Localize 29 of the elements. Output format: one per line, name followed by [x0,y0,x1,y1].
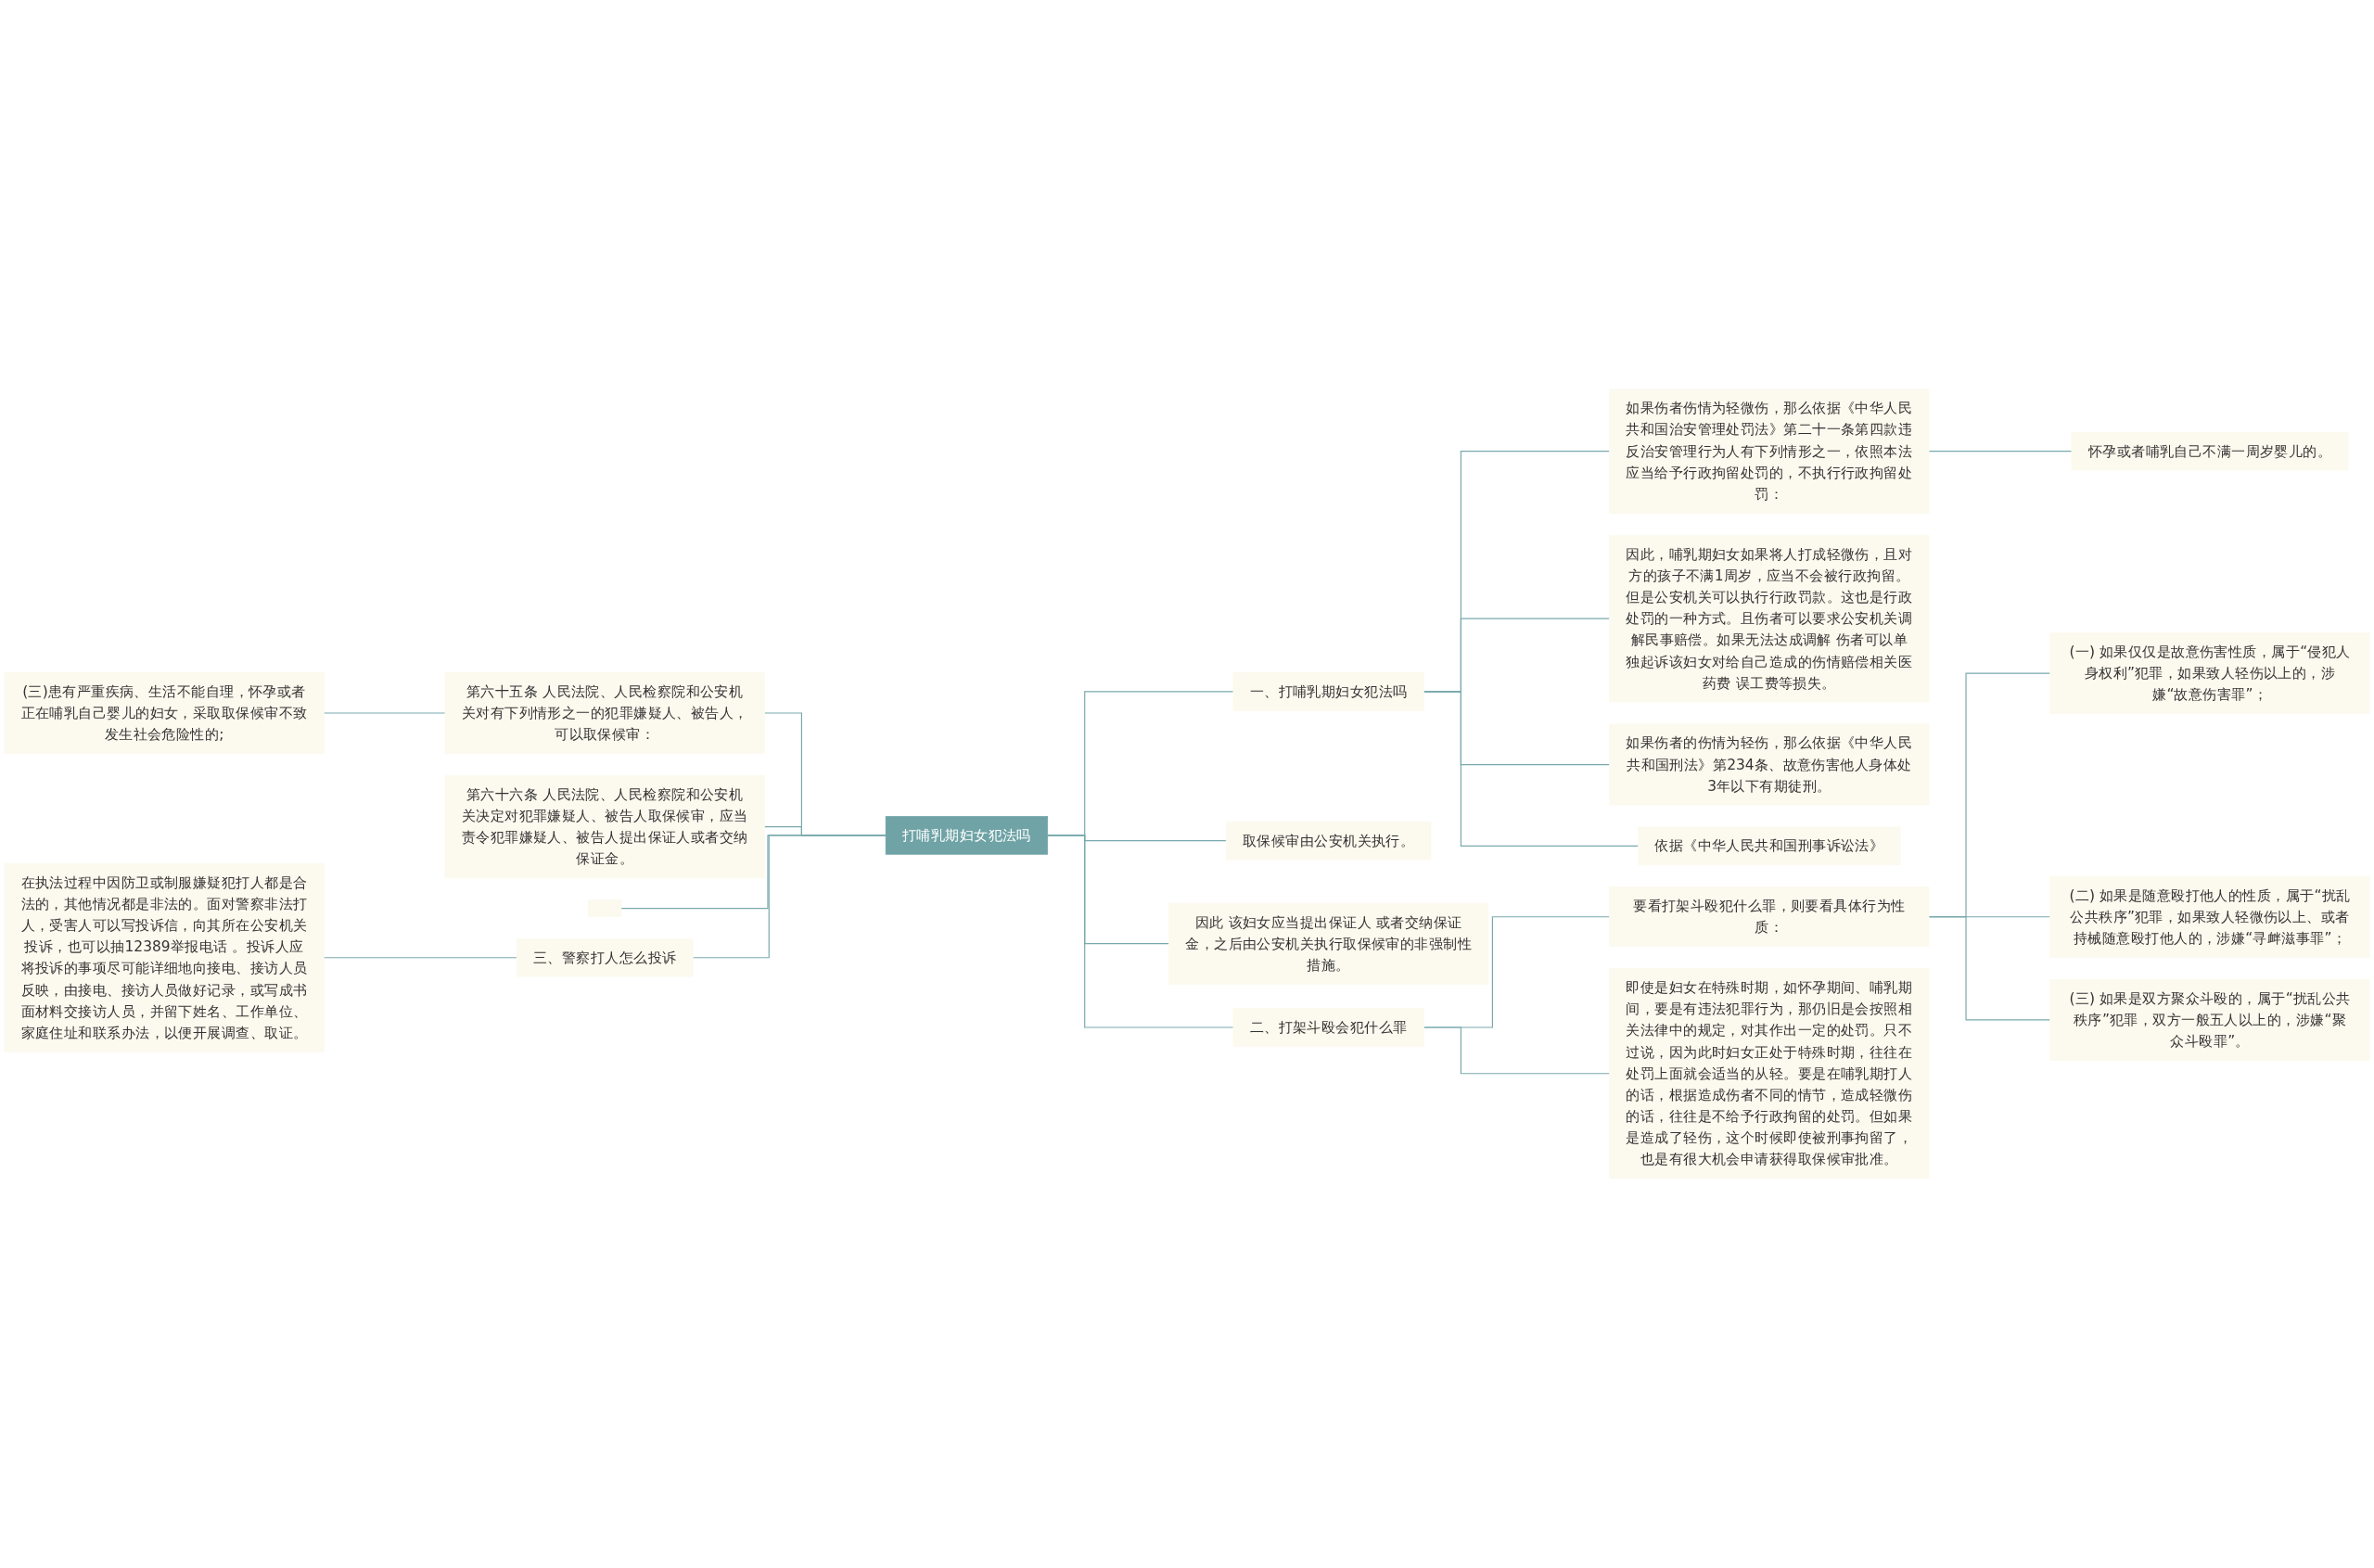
node-box: 第六十六条 人民法院、人民检察院和公安机关决定对犯罪嫌疑人、被告人取保候审，应当责令犯罪嫌疑人、被告人提出保证人或者交纳保证金。 [444,775,765,879]
node-box: 二、打架斗殴会犯什么罪 [1232,1008,1424,1047]
node-box: 怀孕或者哺乳自己不满一周岁婴儿的。 [2071,431,2349,471]
node-box: (二) 如果是随意殴打他人的性质，属于“扰乱公共秩序”犯罪，如果致人轻微伤以上、或者持械随意殴打他人的，涉嫌“寻衅滋事罪”； [2049,876,2370,958]
node-box: (三) 如果是双方聚众斗殴的，属于“扰乱公共秩序”犯罪，双方一般五人以上的，涉嫌“聚众斗殴罪”。 [2049,979,2370,1061]
node-box: 因此 该妇女应当提出保证人 或者交纳保证金，之后由公安机关执行取保候审的非强制性措施。 [1168,902,1489,985]
connector [1047,835,1234,1028]
connector [1928,916,2051,1021]
node-box: 第六十五条 人民法院、人民检察院和公安机关对有下列情形之一的犯罪嫌疑人、被告人，可以取保候审： [444,672,765,755]
node-box: 如果伤者的伤情为轻伤，那么依据《中华人民共和国刑法》第234条、故意伤害他人身体处3年以下有期徒刑。 [1609,723,1930,806]
node-box [588,899,622,917]
node-box: (三)患有严重疾病、生活不能自理，怀孕或者正在哺乳自己婴儿的妇女，采取取保候审不致发生社会危险性的; [4,672,325,755]
node-box: 如果伤者伤情为轻微伤，那么依据《中华人民共和国治安管理处罚法》第二十一条第四款违反治安管理行为人有下列情形之一，依照本法应当给予行政拘留处罚的，不执行行政拘留处罚： [1609,389,1930,514]
node-box: 因此，哺乳期妇女如果将人打成轻微伤，且对方的孩子不满1周岁，应当不会被行政拘留。但是公安机关可以执行行政罚款。这也是行政处罚的一种方式。且伤者可以要求公安机关调解民事赔偿。如果无法达成调解 伤者可以单独起诉该妇女对给自己造成的伤情赔偿相关医药费 误工费等损失。 [1609,535,1930,703]
connector [1423,1026,1611,1075]
connector [323,712,446,714]
node-box: (一) 如果仅仅是故意伤害性质，属于“侵犯人身权利”犯罪，如果致人轻伤以上的，涉嫌“故意伤害罪”； [2049,632,2370,715]
connector [692,835,887,959]
node-box: 一、打哺乳期妇女犯法吗 [1232,672,1424,711]
node-box: 打哺乳期妇女犯法吗 [885,816,1049,855]
node-box: 依据《中华人民共和国刑事诉讼法》 [1638,826,1901,866]
node-box: 要看打架斗殴犯什么罪，则要看具体行为性质： [1609,886,1930,948]
connector [323,957,517,959]
node-box: 在执法过程中因防卫或制服嫌疑犯打人都是合法的，其他情况都是非法的。面对警察非法打人，受害人可以写投诉信，向其所在公安机关投诉，也可以抽12389举报电话 。投诉人应将投诉的事项尽可能详细地向接电、接访人员反映，由接电、接访人员做好记录，或写成书面材料交接访人员，并留下姓名、工作单位、家庭住址和联系办法，以便开展调查、取证。 [4,863,325,1052]
node-box: 取保候审由公安机关执行。 [1225,822,1432,860]
node-box: 即使是妇女在特殊时期，如怀孕期间、哺乳期间，要是有违法犯罪行为，那仍旧是会按照相关法律中的规定，对其作出一定的处罚。只不过说，因为此时妇女正处于特殊时期，往往在处罚上面就会适当的从轻。要是在哺乳期打人的话，根据造成伤者不同的情节，造成轻微伤的话，往往是不给予行政拘留的处罚。但如果是造成了轻伤，这个时候即使被刑事拘留了，也是有很大机会申请获得取保候审批准。 [1609,968,1930,1179]
node-box: 三、警察打人怎么投诉 [516,938,694,977]
connector [1423,691,1640,848]
connector [1928,451,2073,453]
